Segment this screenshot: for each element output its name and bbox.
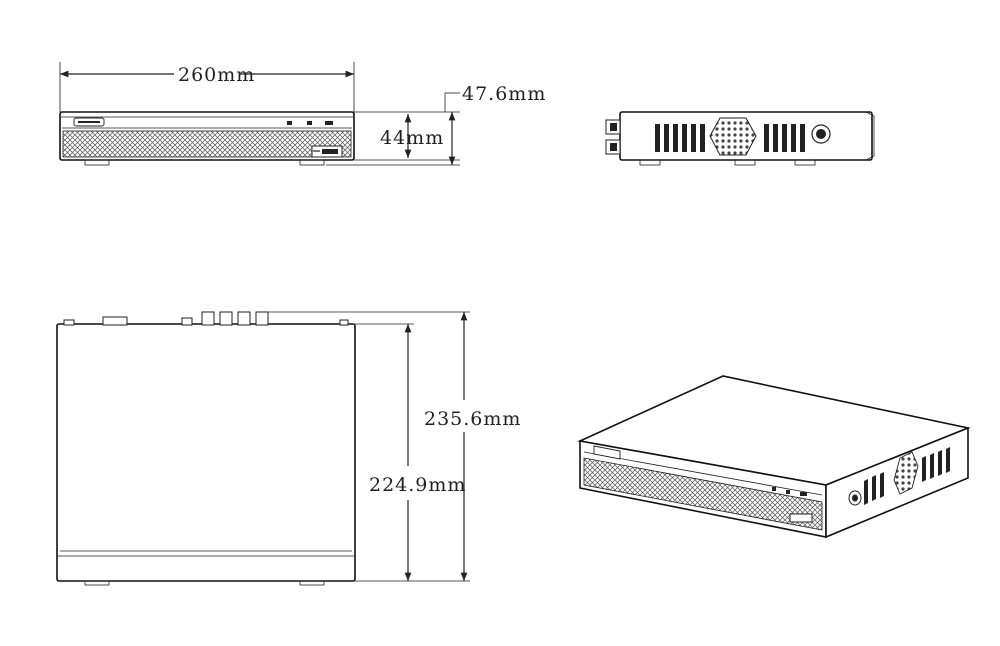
height-dimension: 47.6mm 44mm xyxy=(326,83,546,166)
indicator-leds xyxy=(287,121,333,125)
usb-icon xyxy=(311,145,343,158)
iso-side-vent-slots xyxy=(864,447,950,505)
depth-dimension: 235.6mm 224.9mm xyxy=(268,311,521,582)
front-view xyxy=(59,111,355,166)
iso-hexagon-vent-icon xyxy=(893,451,919,495)
iso-power-socket-icon xyxy=(848,490,862,506)
isometric-view xyxy=(577,375,971,539)
width-dimension: 260mm xyxy=(59,62,355,112)
total-depth-label: 235.6mm xyxy=(424,408,521,430)
hexagon-mesh-vent-icon xyxy=(709,117,757,156)
side-vent-slots-right xyxy=(764,124,805,152)
side-view xyxy=(605,111,875,166)
rear-connectors xyxy=(605,119,621,155)
body-depth-label: 224.9mm xyxy=(369,474,466,496)
iso-indicator-leds xyxy=(772,487,807,496)
side-vent-slots-left xyxy=(655,124,705,152)
width-label: 260mm xyxy=(178,64,255,86)
top-view xyxy=(56,311,356,586)
power-socket-icon xyxy=(811,124,831,144)
rear-connectors-top xyxy=(63,311,349,326)
total-height-label: 47.6mm xyxy=(462,83,546,105)
body-height-label: 44mm xyxy=(380,127,444,149)
